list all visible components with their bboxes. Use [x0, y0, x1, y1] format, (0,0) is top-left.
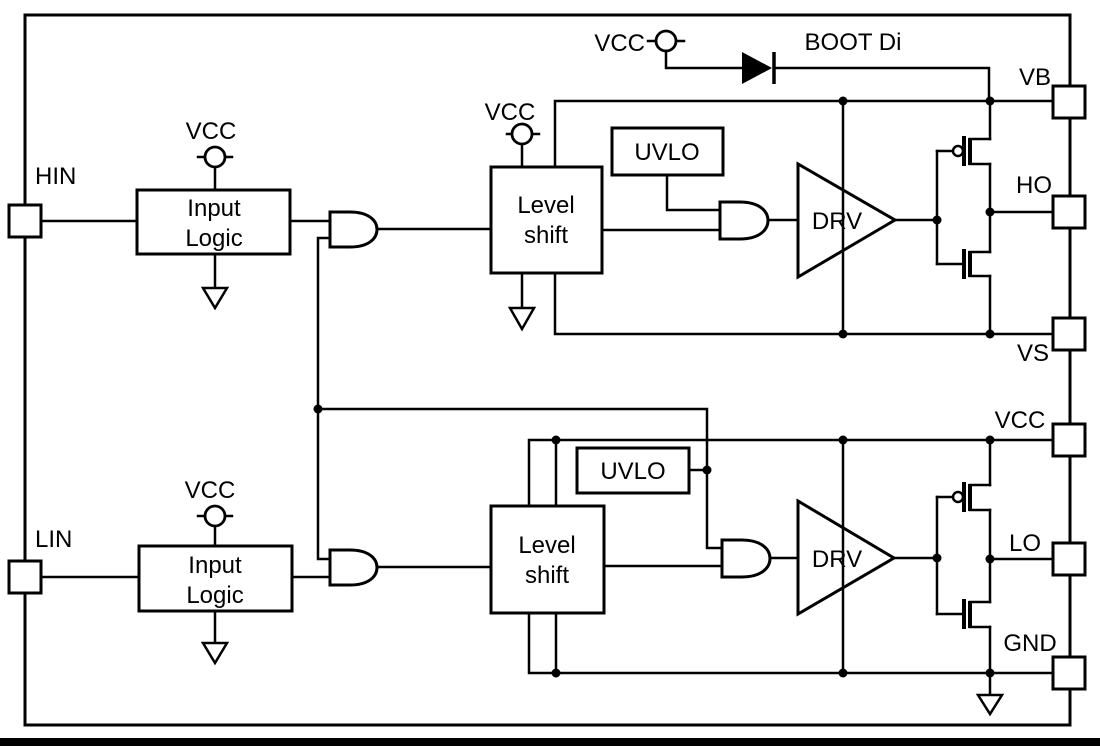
and-gate	[718, 200, 770, 241]
level-shift-label: Level	[518, 532, 575, 559]
lin-pad	[7, 559, 43, 595]
chip-outline	[23, 13, 1072, 727]
pads	[7, 84, 1087, 691]
lo-pin-label: LO	[1009, 530, 1041, 557]
drv-buffer	[796, 498, 897, 617]
hin-pad	[7, 203, 43, 239]
uvlo-box	[575, 446, 691, 495]
boot-diode-label: BOOT Di	[805, 29, 902, 56]
drv-label: DRV	[812, 208, 862, 235]
drv-buffer	[796, 161, 898, 280]
gnd-rail	[527, 611, 1055, 675]
ground-icon	[200, 641, 230, 666]
low-side-channel	[39, 435, 1055, 717]
vb-pad	[1051, 84, 1087, 120]
ground-icon	[507, 306, 537, 332]
uvlo-label: UVLO	[634, 139, 699, 166]
input-logic-label: Logic	[185, 225, 242, 252]
level-shift-box	[489, 165, 604, 275]
vcc-rail	[527, 438, 1055, 508]
boot-diode-icon	[742, 52, 772, 84]
uvlo-box	[610, 126, 725, 177]
junction-dot	[838, 329, 848, 339]
ho-pin-label: HO	[1016, 172, 1052, 199]
vcc-pin-label: VCC	[995, 407, 1046, 434]
and-gate	[328, 548, 379, 587]
and-gate	[720, 538, 772, 579]
uvlo-and-wire	[665, 173, 722, 212]
and-gate	[328, 210, 379, 249]
input-logic-label: Logic	[186, 582, 243, 609]
input-logic-label: Input	[187, 195, 241, 222]
junction-dot	[313, 404, 323, 414]
vb-rail	[553, 99, 1055, 169]
junction-dot	[932, 215, 942, 225]
pmos-bubble-icon	[951, 490, 965, 504]
input-logic-label: Input	[188, 552, 242, 579]
junction-dot	[702, 465, 712, 475]
input-logic-box	[137, 544, 294, 613]
hin-pin-label: HIN	[35, 163, 76, 190]
pmos-bubble-icon	[951, 144, 965, 158]
junction-dot	[551, 668, 561, 678]
junction-dot	[985, 668, 995, 678]
lin-pin-label: LIN	[35, 526, 72, 553]
lo-pad	[1051, 541, 1087, 577]
high-side-channel	[39, 96, 1055, 561]
level-shift-box	[489, 504, 606, 615]
drv-label: DRV	[812, 546, 862, 573]
gnd-pad	[1051, 655, 1087, 691]
junction-dot	[551, 435, 561, 445]
vcc-terminal-icon	[510, 122, 534, 146]
ground-icon	[975, 693, 1005, 717]
ho-pad	[1051, 194, 1087, 230]
vs-pad	[1051, 316, 1087, 352]
vcc-supply-label: VCC	[186, 118, 237, 145]
uvlo-label: UVLO	[600, 458, 665, 485]
level-shift-label: shift	[524, 222, 568, 249]
vcc-pad	[1051, 422, 1087, 458]
vs-pin-label: VS	[1017, 340, 1049, 367]
bottom-rule	[0, 738, 1100, 746]
junction-dot	[985, 435, 995, 445]
junction-dot	[838, 435, 848, 445]
vcc-supply-label: VCC	[185, 477, 236, 504]
vcc-supply-label: VCC	[485, 99, 536, 126]
vcc-terminal-icon	[203, 504, 227, 528]
enable-line	[316, 236, 332, 561]
boot-vcc-label: VCC	[594, 30, 645, 57]
enable-branch-line	[316, 407, 724, 550]
junction-dot	[985, 329, 995, 339]
junction-dot	[985, 554, 995, 564]
vcc-terminal-icon	[203, 145, 227, 169]
junction-dot	[838, 96, 848, 106]
labels: HIN LIN VB HO VS VCC LO GND VCC VCC VCC …	[35, 29, 1057, 657]
level-shift-label: Level	[517, 192, 574, 219]
vcc-terminal-icon	[654, 29, 678, 53]
junction-dot	[838, 668, 848, 678]
bootstrap-circuit	[646, 29, 991, 103]
vb-pin-label: VB	[1019, 64, 1051, 91]
junction-dot	[932, 553, 942, 563]
gnd-pin-label: GND	[1003, 630, 1056, 657]
input-logic-box	[135, 188, 292, 256]
boot-anode-wire	[664, 49, 744, 70]
ground-icon	[200, 286, 230, 311]
boot-cathode-wire	[772, 66, 991, 103]
level-shift-label: shift	[525, 562, 569, 589]
junction-dot	[985, 207, 995, 217]
vs-rail	[553, 271, 1055, 336]
